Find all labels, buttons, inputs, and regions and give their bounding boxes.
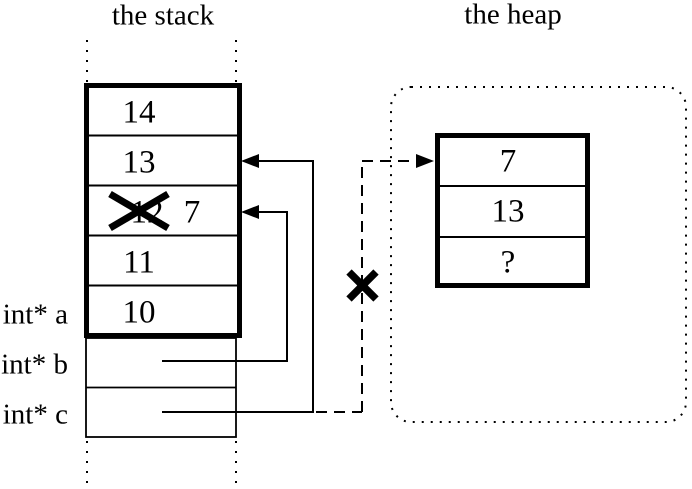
stack-title: the stack (111, 0, 215, 32)
stack-cell-value-13: 13 (122, 144, 156, 181)
dangling-pointer-arrowhead-icon (416, 154, 434, 168)
pointer-b-line (162, 211, 288, 362)
heap-cell-value-unknown: ? (500, 244, 516, 281)
heap-cell-value-7: 7 (499, 143, 517, 180)
stack-cell-value-10: 10 (122, 294, 156, 331)
stack-cell-value-14: 14 (122, 94, 156, 131)
heap-cell-value-13: 13 (491, 193, 525, 230)
stack-cell-old-value-12: 12 (130, 194, 164, 231)
stack-cell-new-value-7: 7 (183, 194, 201, 231)
heap-title: the heap (464, 0, 562, 31)
pointer-label-b: int* b (1, 348, 68, 381)
pointer-cells-box (85, 337, 237, 438)
pointer-label-a: int* a (2, 298, 68, 331)
heap-region-dotted-border (390, 86, 687, 423)
severed-pointer-x-icon (346, 269, 379, 302)
pointer-c-arrowhead-icon (241, 154, 259, 168)
pointer-b-arrowhead-icon (241, 205, 259, 219)
stack-cell-value-11: 11 (123, 244, 155, 281)
pointer-label-c: int* c (2, 398, 68, 431)
